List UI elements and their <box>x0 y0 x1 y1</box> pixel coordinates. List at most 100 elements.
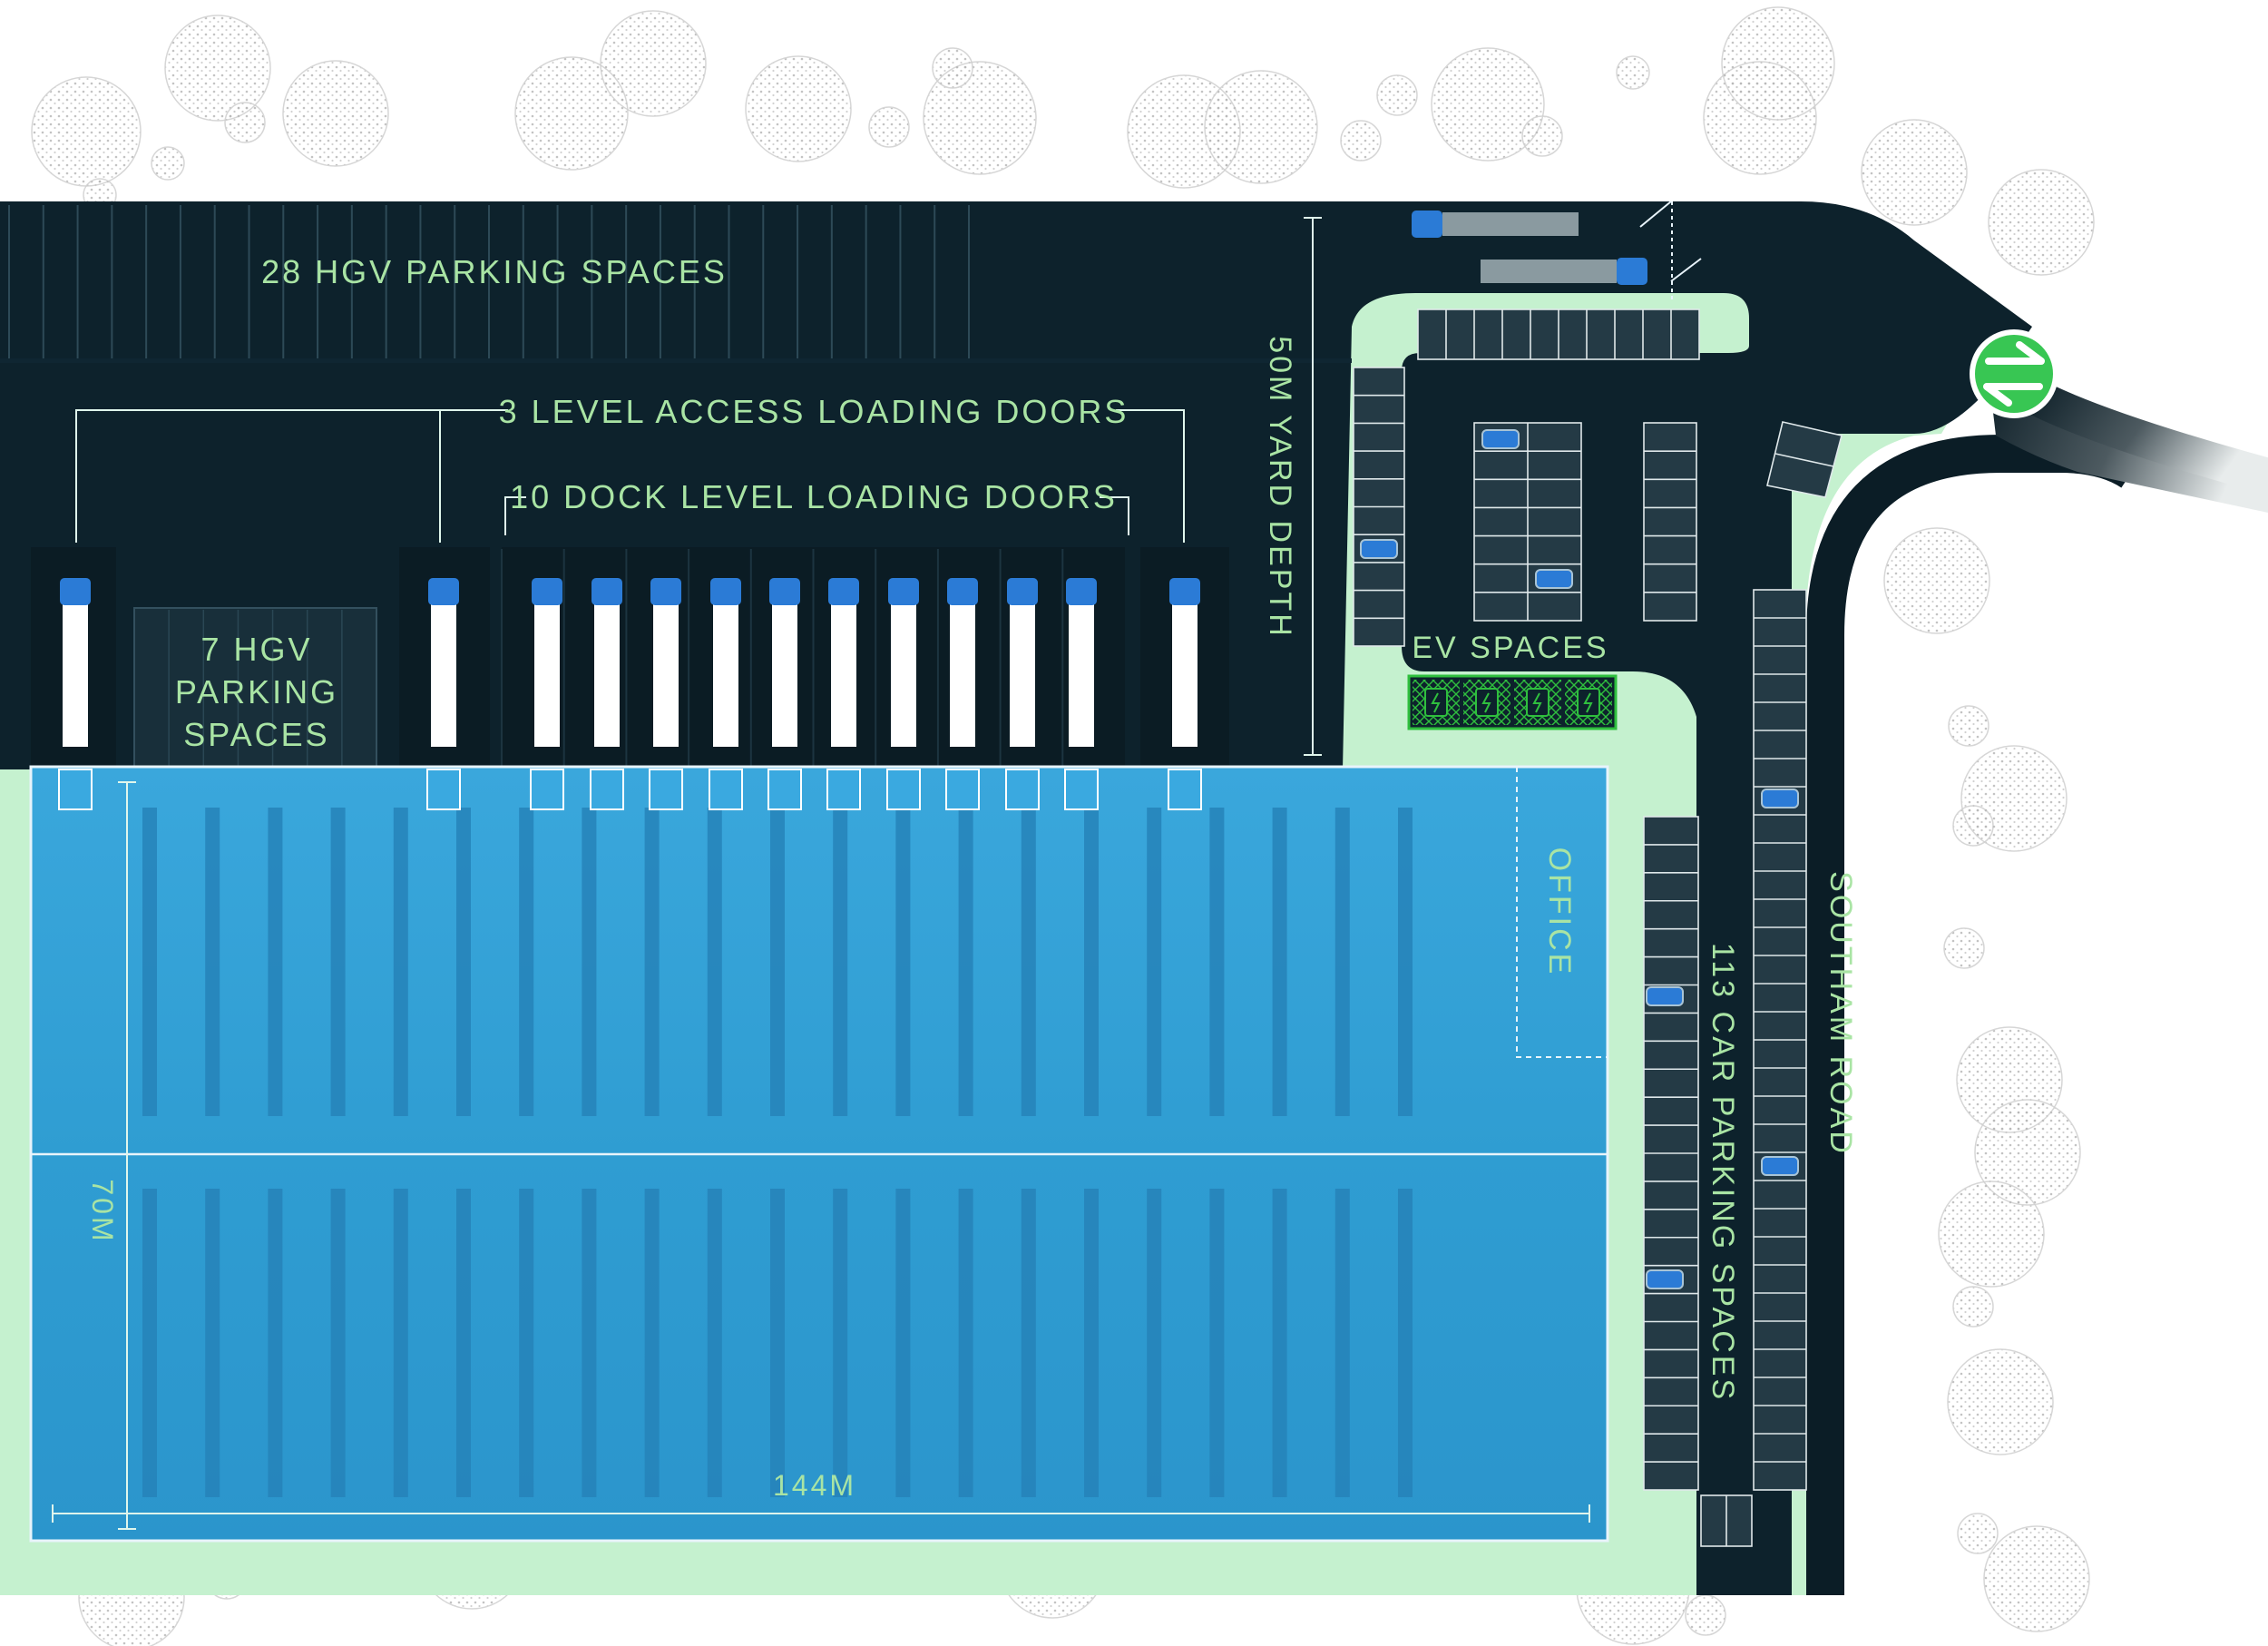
truck-icon <box>710 578 741 605</box>
truck-trailer <box>431 581 456 747</box>
level-access-doors-label: 3 LEVEL ACCESS LOADING DOORS <box>499 393 1129 430</box>
ev-bolt <box>1583 692 1593 713</box>
tree-icon <box>1376 74 1418 116</box>
truck-icon <box>947 578 978 605</box>
roof-skylight <box>393 808 408 1116</box>
truck-icon <box>828 578 859 605</box>
tree-icon <box>1988 169 2095 276</box>
truck-trailer <box>1172 581 1198 747</box>
tree-icon <box>514 56 629 171</box>
dimension-lines <box>52 217 1590 1530</box>
bay-outline <box>1417 309 1700 360</box>
roof-skylight <box>142 808 157 1116</box>
truck-icon <box>591 578 622 605</box>
roof-skylight <box>268 1189 283 1497</box>
tree-icon <box>224 102 266 143</box>
truck-trailer <box>1010 581 1035 747</box>
tree-icon <box>31 76 142 187</box>
roof-skylight <box>456 808 471 1116</box>
tree-icon <box>932 47 973 89</box>
truck-trailer <box>891 581 916 747</box>
tree-icon <box>600 10 707 117</box>
tree-icon <box>1204 70 1318 184</box>
roof-skylight <box>393 1189 408 1497</box>
truck-trailer <box>63 581 88 747</box>
entrance-marker <box>1970 329 2058 418</box>
truck-icon <box>428 578 459 605</box>
car-parking-label: 113 CAR PARKING SPACES <box>1706 943 1740 1402</box>
ev-bays <box>1407 674 1618 730</box>
bay-outline <box>1353 367 1405 647</box>
tree-icon <box>1938 1181 2045 1288</box>
roof-skylight <box>895 1189 911 1497</box>
tree-icon <box>1943 927 1985 969</box>
car-icon <box>1646 986 1684 1006</box>
ev-bolt <box>1532 692 1542 713</box>
car-park <box>1353 309 1843 1547</box>
truck-icon <box>60 578 91 605</box>
car-icon <box>1646 1269 1684 1289</box>
loading-door <box>709 769 743 810</box>
roof-skylight <box>1334 808 1350 1116</box>
tree-icon <box>923 61 1037 175</box>
tree-icon <box>1721 6 1835 121</box>
truck-trailer <box>713 581 738 747</box>
roof-skylight <box>1272 808 1287 1116</box>
roof-skylight <box>770 1189 785 1497</box>
roof-skylight <box>1084 808 1099 1116</box>
loading-door <box>649 769 683 810</box>
building-width-label: 144M <box>773 1469 856 1502</box>
dock-level-doors-label: 10 DOCK LEVEL LOADING DOORS <box>510 478 1118 515</box>
loading-door <box>1005 769 1040 810</box>
loading-door <box>826 769 861 810</box>
truck-trailer <box>1069 581 1094 747</box>
roof-skylight <box>958 808 973 1116</box>
truck-trailer <box>950 581 975 747</box>
tree-icon <box>745 55 852 162</box>
yard-depth-label: 50M YARD DEPTH <box>1263 336 1297 639</box>
car-icon <box>1761 789 1799 808</box>
car-icon <box>1481 429 1520 449</box>
hgv-7-label-line1: 7 HGV <box>200 631 312 668</box>
hgv-7-label-line3: SPACES <box>183 716 329 753</box>
roof-skylight <box>582 1189 597 1497</box>
hgv-parking-7-area <box>133 607 377 770</box>
roof-skylight <box>205 808 220 1116</box>
roof-skylight <box>833 1189 848 1497</box>
roof-skylight <box>770 808 785 1116</box>
roof-skylight <box>205 1189 220 1497</box>
truck-icon <box>769 578 800 605</box>
truck-icon <box>1066 578 1097 605</box>
roof-skylight <box>330 1189 346 1497</box>
truck-trailer <box>831 581 856 747</box>
roof-skylight <box>1021 1189 1036 1497</box>
roof-skylight <box>142 1189 157 1497</box>
roof-skylight <box>707 1189 722 1497</box>
roof-skylight <box>644 1189 660 1497</box>
ev-bolt <box>1481 692 1491 713</box>
building-depth-label: 70M <box>86 1179 119 1243</box>
truck-trailer <box>653 581 679 747</box>
east-bay-column <box>1644 423 1696 621</box>
tree-icon <box>1948 705 1989 747</box>
roof-skylight <box>1209 808 1225 1116</box>
bay-outline <box>1700 1494 1753 1547</box>
loading-door <box>530 769 564 810</box>
tree-icon <box>1616 55 1650 90</box>
loading-door <box>426 769 461 810</box>
tree-icon <box>1947 1348 2054 1455</box>
entrance-trucks <box>1412 201 1702 299</box>
roof-skylight <box>1398 808 1413 1116</box>
ev-spaces-label: EV SPACES <box>1412 631 1608 665</box>
loading-door <box>590 769 624 810</box>
green-arrows-icon <box>1983 341 2045 407</box>
loading-door <box>1064 769 1099 810</box>
hgv-trucks <box>60 578 1200 747</box>
tree-icon <box>164 15 271 122</box>
roof-skylight <box>958 1189 973 1497</box>
truck-icon <box>532 578 562 605</box>
truck-trailer <box>594 581 620 747</box>
roof-skylight <box>1272 1189 1287 1497</box>
roof-skylight <box>519 1189 534 1497</box>
